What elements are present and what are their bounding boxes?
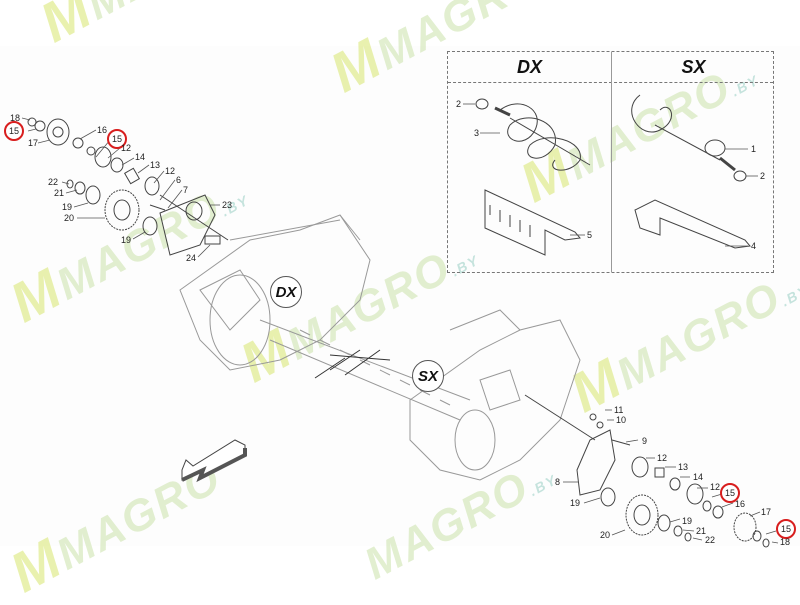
part-label-12: 12 [121,143,132,153]
part-label-13: 13 [150,160,161,170]
part-label-sx-4: 4 [751,241,757,251]
panel-divider [448,82,773,83]
part-label-6: 6 [176,175,182,185]
part-label-17: 17 [761,507,772,517]
part-label-sx-1: 1 [751,144,757,154]
part-label-23: 23 [222,200,233,210]
part-label-16: 16 [735,499,746,509]
highlighted-part-label-15: 15 [776,519,796,539]
part-label-12: 12 [657,453,668,463]
part-label-22: 22 [48,177,59,187]
direction-arrow-icon [181,439,247,483]
part-label-dx-3: 3 [474,128,480,138]
part-label-13: 13 [678,462,689,472]
part-label-21: 21 [54,188,65,198]
highlighted-part-label-15: 15 [720,483,740,503]
dx-sx-detail-panel: DX SX [447,51,774,273]
panel-header-sx: SX [681,56,706,77]
highlighted-part-label-15: 15 [4,121,24,141]
part-label-18: 18 [10,113,21,123]
part-label-19: 19 [121,235,132,245]
part-label-10: 10 [616,415,627,425]
part-label-12: 12 [165,166,176,176]
part-label-16: 16 [97,125,108,135]
panel-header-dx: DX [516,56,542,77]
panel-divider [611,52,612,272]
part-label-18: 18 [780,537,791,547]
part-label-9: 9 [642,436,648,446]
part-label-11: 11 [614,405,624,415]
part-label-19: 19 [62,202,73,212]
part-label-dx-2: 2 [456,99,462,109]
diagram-background [0,46,800,546]
part-label-12: 12 [710,482,721,492]
part-label-14: 14 [693,472,704,482]
highlighted-part-label-15: 15 [107,129,127,149]
part-label-14: 14 [135,152,146,162]
part-label-17: 17 [28,138,39,148]
part-label-19: 19 [570,498,581,508]
part-label-21: 21 [696,526,707,536]
part-label-20: 20 [600,530,611,540]
part-label-8: 8 [555,477,561,487]
badge-dx: DX [270,276,302,308]
part-label-19: 19 [682,516,693,526]
part-label-22: 22 [705,535,716,545]
part-label-7: 7 [183,185,189,195]
part-label-24: 24 [186,253,197,263]
part-label-20: 20 [64,213,75,223]
badge-sx: SX [412,360,444,392]
part-label-dx-5: 5 [587,230,593,240]
part-label-sx-2: 2 [760,171,766,181]
